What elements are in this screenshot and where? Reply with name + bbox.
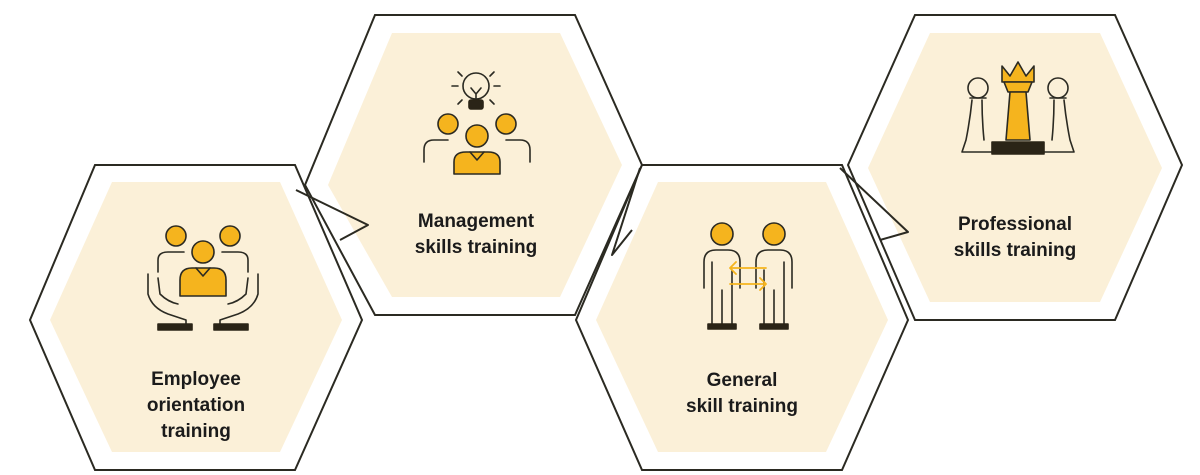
label-employee-orientation: Employee orientation training	[96, 367, 296, 445]
connector-1-2	[295, 189, 369, 241]
lightbulb-team-icon	[423, 71, 531, 175]
label-professional-skills: Professional skills training	[915, 212, 1115, 264]
label-management-skills: Management skills training	[376, 209, 576, 261]
label-line: General	[706, 370, 778, 391]
label-line: skills training	[414, 237, 538, 258]
label-line: orientation	[146, 395, 246, 416]
label-line: Management	[417, 211, 535, 232]
hex-professional-skills	[846, 14, 1184, 321]
label-line: skill training	[686, 396, 798, 417]
connector-3-4	[839, 167, 909, 241]
label-line: Employee	[151, 369, 241, 390]
label-line: training	[161, 421, 231, 442]
hands-team-icon	[147, 225, 259, 331]
hex-general-skill	[574, 164, 910, 471]
label-line: skills training	[953, 240, 1077, 261]
exchange-people-icon	[703, 222, 793, 330]
chess-king-icon	[961, 61, 1075, 155]
label-line: Professional	[957, 214, 1073, 235]
hex-employee-orientation	[28, 164, 364, 471]
label-general-skill: General skill training	[642, 368, 842, 420]
connector-2-3	[611, 167, 641, 256]
